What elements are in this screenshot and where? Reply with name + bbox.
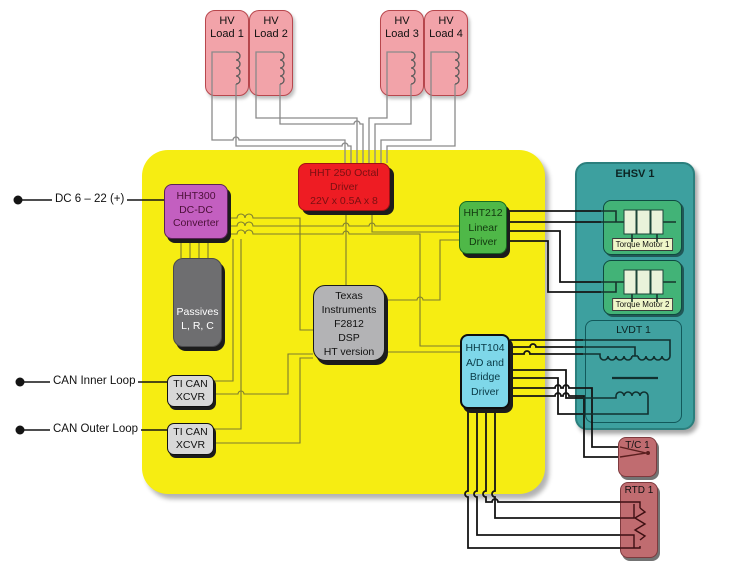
- can-xcvr-2-label: TI CAN XCVR: [173, 426, 208, 451]
- hv-load-4-box: HV Load 4: [424, 10, 468, 96]
- rtd-label: RTD 1: [624, 485, 654, 496]
- can-inner-terminal-dot: [15, 377, 25, 387]
- dc-input-label: DC 6 – 22 (+): [52, 193, 128, 205]
- torque-motor-2-box: Torque Motor 2: [603, 260, 682, 315]
- hv-load-1-box: HV Load 1: [205, 10, 249, 96]
- thermocouple-box: T/C 1: [618, 437, 657, 477]
- dsp-label: Texas Instruments F2812 DSP HT version: [321, 290, 377, 358]
- torque-motor-1-label: Torque Motor 1: [611, 238, 674, 251]
- hv-load-2-box: HV Load 2: [249, 10, 293, 96]
- hv-load-3-label: HV Load 3: [385, 15, 419, 40]
- torque-motor-2-label: Torque Motor 2: [611, 298, 674, 311]
- can-outer-terminal-dot: [15, 425, 25, 435]
- hv-load-2-label: HV Load 2: [254, 15, 288, 40]
- can-xcvr-2-box: TI CAN XCVR: [167, 423, 214, 455]
- hv-load-3-box: HV Load 3: [380, 10, 424, 96]
- linear-driver-label: HHT212 Linear Driver: [463, 207, 503, 248]
- torque-motor-1-box: Torque Motor 1: [603, 200, 682, 255]
- thermocouple-label: T/C 1: [625, 440, 650, 451]
- passives-label: Passives L, R, C: [176, 306, 219, 332]
- rtd-box: RTD 1: [620, 482, 658, 558]
- octal-driver-label: HHT 250 Octal Driver 22V x 0.5A x 8: [309, 167, 379, 207]
- dcdc-converter-box: HHT300 DC-DC Converter: [164, 184, 228, 239]
- can-inner-loop-label: CAN Inner Loop: [50, 375, 139, 387]
- linear-driver-box: HHT212 Linear Driver: [459, 201, 507, 254]
- dcdc-converter-label: HHT300 DC-DC Converter: [172, 190, 220, 229]
- hv-load-1-label: HV Load 1: [210, 15, 244, 40]
- passives-box: Passives L, R, C: [173, 258, 222, 347]
- octal-driver-box: HHT 250 Octal Driver 22V x 0.5A x 8: [298, 163, 390, 211]
- bridge-driver-label: HHT104 A/D and Bridge Driver: [465, 342, 505, 398]
- can-outer-loop-label: CAN Outer Loop: [50, 423, 142, 435]
- lvdt-box: LVDT 1: [585, 320, 682, 423]
- can-xcvr-1-box: TI CAN XCVR: [167, 375, 214, 407]
- ehsv-title: EHSV 1: [615, 168, 655, 180]
- hv-load-4-label: HV Load 4: [429, 15, 463, 40]
- ehsv-assembly: EHSV 1 Torque Motor 1 Torque Motor 2 LVD…: [575, 162, 695, 430]
- lvdt-title: LVDT 1: [616, 324, 651, 336]
- can-xcvr-1-label: TI CAN XCVR: [173, 378, 208, 403]
- dc-terminal-dot: [13, 195, 23, 205]
- dsp-box: Texas Instruments F2812 DSP HT version: [313, 285, 385, 361]
- bridge-driver-box: HHT104 A/D and Bridge Driver: [460, 334, 510, 409]
